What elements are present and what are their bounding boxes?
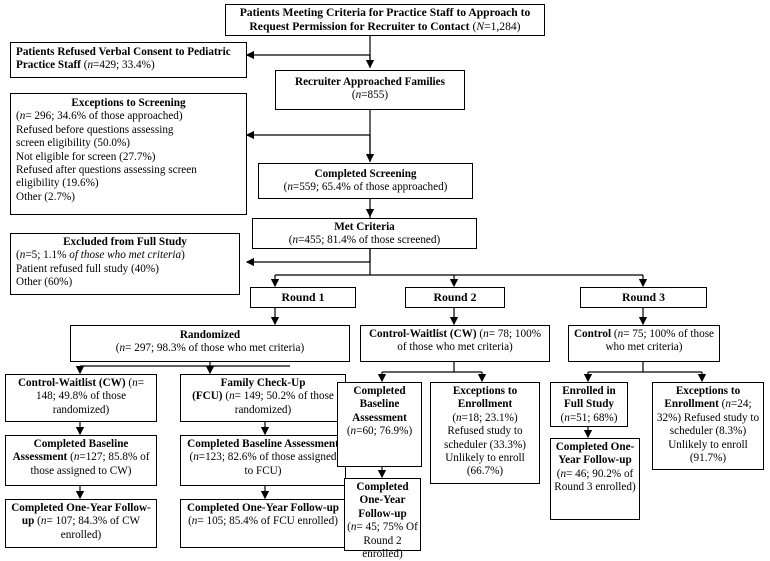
- round-1-label: Round 1: [250, 287, 356, 308]
- r2-exceptions-line: Unlikely to enroll (66.7%): [445, 452, 525, 478]
- excluded-box: Excluded from Full Study (n=5; 1.1% of t…: [10, 233, 240, 295]
- r1-fcu-baseline-stat: (n=123; 82.6% of those assigned to FCU): [189, 451, 337, 477]
- total-eligible-box: Patients Meeting Criteria for Practice S…: [225, 4, 545, 36]
- r1-cw-followup-stat: (n= 107; 84.3% of CW enrolled): [37, 515, 141, 541]
- approached-title: Recruiter Approached Families: [295, 76, 445, 88]
- r1-fcu-followup-box: Completed One-Year Follow-up (n= 105; 85…: [180, 499, 346, 548]
- exceptions-screening-line: Other (2.7%): [16, 190, 76, 203]
- r1-cw-baseline-title: Completed Baseline Assessment: [12, 438, 129, 464]
- met-criteria-title: Met Criteria: [334, 221, 395, 233]
- r2-followup-title: Completed One-Year Follow-up: [356, 481, 409, 520]
- r3-exceptions-title: Exceptions to Enrollment: [664, 385, 741, 411]
- r3-control-title: Control: [573, 328, 612, 340]
- r2-exceptions-stat: (n=18; 23.1%): [452, 411, 518, 424]
- r2-exceptions-title: Exceptions to Enrollment: [452, 385, 518, 411]
- r3-followup-box: Completed One-Year Follow-up (n= 46; 90.…: [550, 438, 640, 520]
- r2-baseline-box: Completed Baseline Assessment (n=60; 76.…: [337, 382, 422, 467]
- r1-fcu-baseline-title: Completed Baseline Assessment: [187, 438, 339, 450]
- excluded-line: Patient refused full study (40%): [16, 262, 159, 275]
- r3-followup-stat: (n= 46; 90.2% of Round 3 enrolled): [554, 467, 636, 494]
- refused-verbal-box: Patients Refused Verbal Consent to Pedia…: [10, 42, 247, 78]
- round-2-label: Round 2: [405, 287, 505, 308]
- r3-enrolled-title: Enrolled in Full Study: [562, 385, 616, 411]
- approached-box: Recruiter Approached Families (n=855): [275, 70, 465, 110]
- round-3-label: Round 3: [580, 287, 707, 308]
- r3-exceptions-stat: (n=24; 32%) Refused study to scheduler (…: [656, 398, 760, 465]
- r3-control-stat: (n= 75; 100% of those who met criteria): [605, 328, 715, 354]
- r2-cw-box: Control-Waitlist (CW) (n= 78; 100% of th…: [360, 325, 550, 362]
- r3-exceptions-box: Exceptions to Enrollment (n=24; 32%) Ref…: [652, 382, 764, 470]
- r1-fcu-baseline-box: Completed Baseline Assessment (n=123; 82…: [180, 435, 346, 486]
- completed-screening-box: Completed Screening (n=559; 65.4% of tho…: [258, 163, 473, 199]
- exceptions-screening-title: Exceptions to Screening: [71, 97, 186, 109]
- r1-cw-followup-box: Completed One-Year Follow-up (n= 107; 84…: [5, 499, 157, 548]
- r3-followup-title: Completed One-Year Follow-up: [555, 441, 635, 467]
- exceptions-screening-line: Refused before questions assessing: [16, 123, 174, 136]
- r1-cw-baseline-box: Completed Baseline Assessment (n=127; 85…: [5, 435, 157, 486]
- exceptions-screening-line: screen eligibility (50.0%): [16, 137, 131, 150]
- approached-stat: (n=855): [351, 89, 389, 102]
- r1-cw-box: Control-Waitlist (CW) (n= 148; 49.8% of …: [5, 374, 157, 422]
- r1-cw-baseline-stat: (n=127; 85.8% of those assigned to CW): [30, 451, 150, 477]
- randomized-box: Randomized (n= 297; 98.3% of those who m…: [70, 325, 350, 362]
- r2-exceptions-box: Exceptions to Enrollment (n=18; 23.1%) R…: [430, 382, 540, 484]
- r2-cw-stat: (n= 78; 100% of those who met criteria): [397, 328, 542, 354]
- r3-enrolled-box: Enrolled in Full Study (n=51; 68%): [550, 382, 628, 427]
- randomized-stat: (n= 297; 98.3% of those who met criteria…: [115, 342, 305, 355]
- r1-cw-stat: (n= 148; 49.8% of those randomized): [35, 377, 145, 416]
- exceptions-screening-box: Exceptions to Screening (n= 296; 34.6% o…: [10, 93, 247, 215]
- r1-fcu-followup-stat: (n= 105; 85.4% of FCU enrolled): [188, 515, 338, 528]
- r1-cw-followup-title: Completed One-Year Follow-up: [11, 502, 151, 528]
- exceptions-screening-line: Refused after questions assessing screen: [16, 164, 197, 177]
- r1-cw-title: Control-Waitlist (CW): [17, 377, 126, 389]
- r1-fcu-title: Family Check-Up(FCU): [192, 377, 306, 403]
- r2-exceptions-line: Refused study to scheduler (33.3%): [443, 425, 526, 451]
- r2-followup-box: Completed One-Year Follow-up (n= 45; 75%…: [344, 478, 421, 560]
- exceptions-screening-line: eligibility (19.6%): [16, 177, 99, 190]
- excluded-line: Other (60%): [16, 276, 73, 289]
- excluded-stat: (n=5; 1.1% of those who met criteria): [16, 249, 185, 262]
- r3-enrolled-stat: (n=51; 68%): [560, 411, 618, 424]
- r1-fcu-box: Family Check-Up(FCU) (n= 149; 50.2% of t…: [180, 374, 346, 422]
- randomized-title: Randomized: [179, 329, 241, 341]
- r2-baseline-title: Completed Baseline Assessment: [352, 385, 407, 424]
- exceptions-screening-stat: (n= 296; 34.6% of those approached): [16, 110, 183, 123]
- r1-fcu-followup-title: Completed One-Year Follow-up: [186, 502, 340, 514]
- total-eligible-stat: (N=1,284): [472, 20, 521, 33]
- completed-screening-title: Completed Screening: [314, 168, 417, 180]
- completed-screening-stat: (n=559; 65.4% of those approached): [283, 181, 448, 194]
- met-criteria-box: Met Criteria (n=455; 81.4% of those scre…: [252, 218, 477, 249]
- excluded-title: Excluded from Full Study: [63, 236, 187, 248]
- r3-control-box: Control (n= 75; 100% of those who met cr…: [568, 325, 720, 362]
- exceptions-screening-line: Not eligible for screen (27.7%): [16, 150, 156, 163]
- r2-cw-title: Control-Waitlist (CW): [368, 328, 477, 340]
- refused-verbal-stat: (n=429; 33.4%): [83, 59, 155, 72]
- total-eligible-title: Patients Meeting Criteria for Practice S…: [239, 6, 531, 33]
- r2-followup-stat: (n= 45; 75% Of Round 2 enrolled): [347, 521, 418, 561]
- r1-fcu-stat: (n= 149; 50.2% of those randomized): [225, 390, 334, 416]
- refused-verbal-title: Patients Refused Verbal Consent to Pedia…: [16, 46, 231, 72]
- r2-baseline-stat: (n=60; 76.9%): [346, 425, 413, 438]
- met-criteria-stat: (n=455; 81.4% of those screened): [288, 234, 441, 247]
